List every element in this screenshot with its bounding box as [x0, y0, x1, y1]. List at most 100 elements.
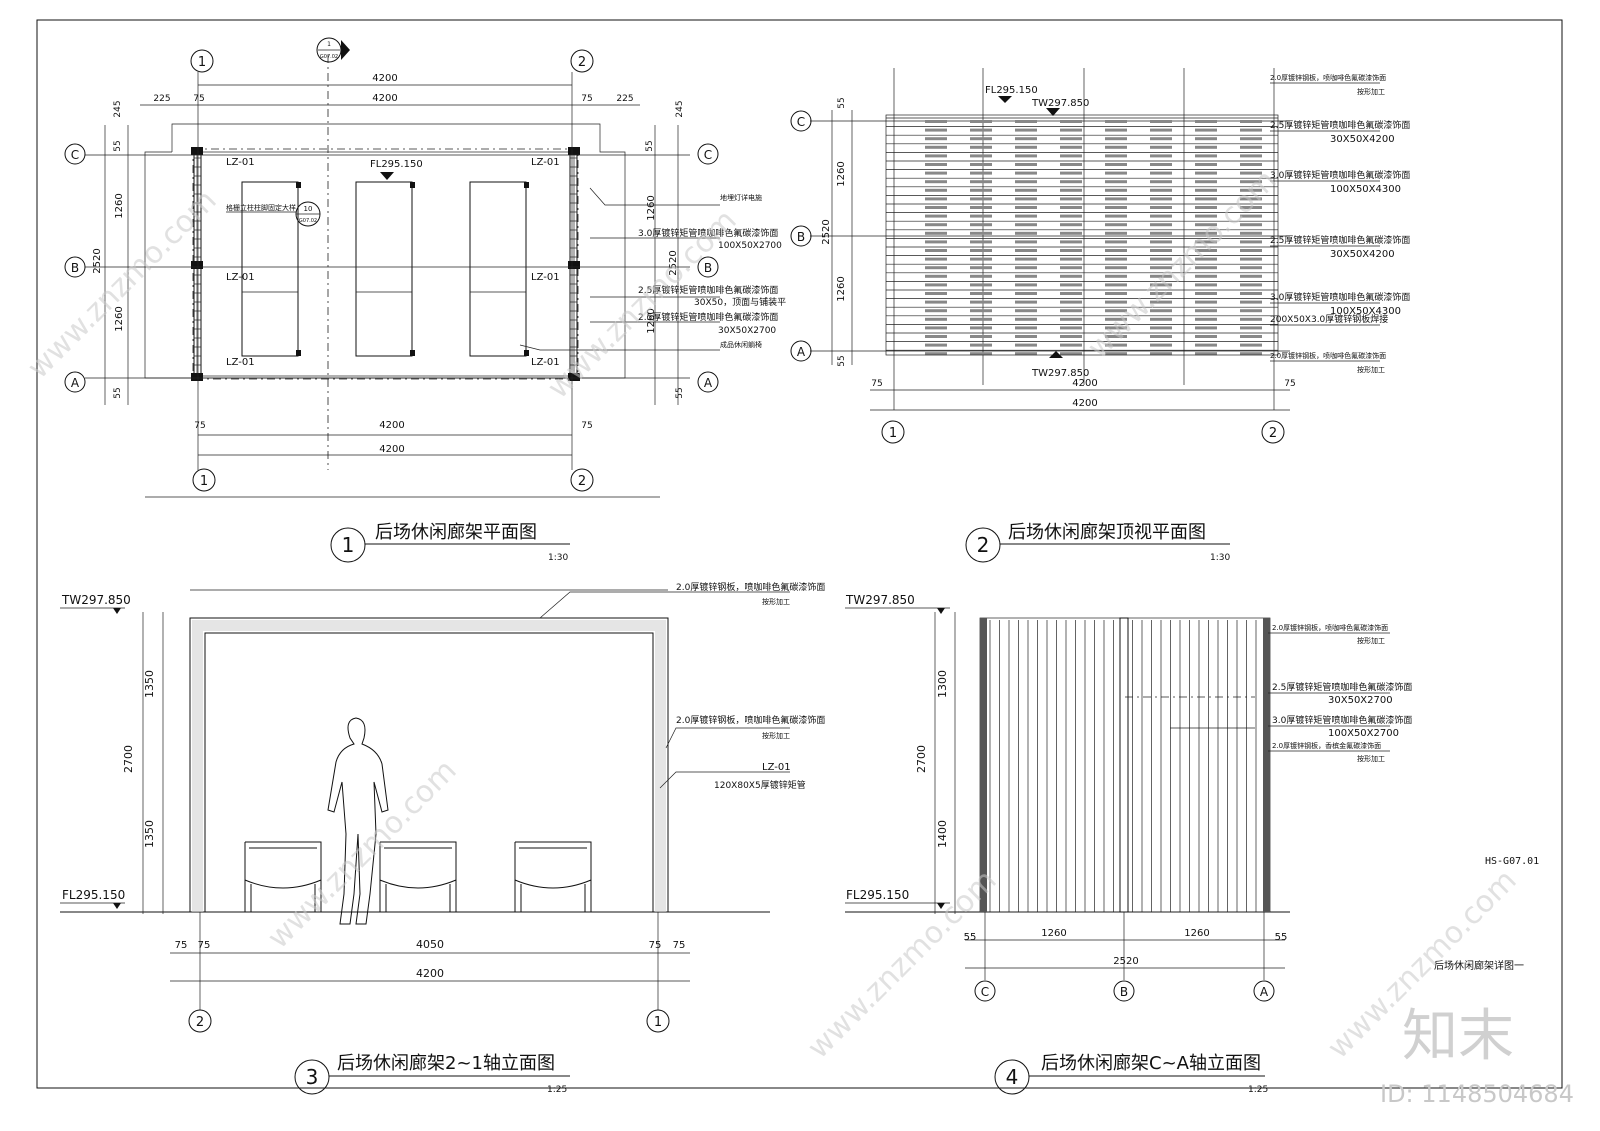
view1-number-bubble: [330, 527, 366, 563]
lounger-3: [469, 181, 527, 357]
grid-bubble-1-bottom: [192, 468, 216, 492]
svg-text:2: 2: [578, 55, 586, 70]
elev3-n3b: 120X80X5厚镀锌矩管: [714, 779, 806, 791]
elev4-note-2-a: 3.0厚镀锌矩管喷咖啡色氟碳漆饰面: [1272, 714, 1412, 726]
chair-3: [514, 841, 592, 912]
top-note-1-b: 30X50X4200: [1330, 134, 1395, 145]
plan-dim-inner-top: 4200: [372, 93, 397, 104]
plan-dim-2520-right: 2520: [668, 250, 679, 275]
elev4-grid-C: C: [981, 985, 989, 999]
top-dim-2520: 2520: [821, 219, 832, 244]
elev3-grid-1: 1: [654, 1015, 662, 1030]
svg-text:55: 55: [837, 355, 847, 366]
elev4-note-0-b: 按形加工: [1357, 636, 1385, 645]
elev4-right-post: [1263, 618, 1270, 912]
svg-text:1260: 1260: [114, 306, 125, 331]
plan-dashed-boundary: [192, 148, 579, 380]
view4-number-bubble: [994, 1059, 1030, 1095]
elev4-slats: [989, 620, 1257, 912]
top-note-4-a: 3.0厚镀锌矩管喷咖啡色氟碳漆饰面: [1270, 291, 1410, 303]
view1-scale: 1:30: [548, 553, 568, 563]
elev3-level-bottom: FL295.150: [62, 888, 125, 902]
col-tag-c1: LZ-01: [226, 157, 255, 168]
note-lamp: 地埋灯详电施: [720, 193, 762, 202]
grid-bubble-A-left: A: [71, 376, 80, 390]
plan-level: FL295.150: [370, 159, 423, 170]
col-tag-b1: LZ-01: [226, 272, 255, 283]
top-view-slats: [886, 117, 1278, 356]
svg-text:1400: 1400: [936, 820, 949, 848]
svg-text:G07.02: G07.02: [299, 218, 317, 224]
view4-title: 后场休闲廊架C~A轴立面图: [1041, 1053, 1261, 1074]
grid-bubble-C-right: C: [704, 148, 712, 162]
svg-text:55: 55: [113, 387, 123, 398]
top-note-5-a: 200X50X3.0厚镀锌钢板焊接: [1270, 313, 1388, 325]
elev4-note-0-a: 2.0厚镀锌钢板，喷咖啡色氟碳漆饰面: [1272, 623, 1388, 632]
elev4-note-1-b: 30X50X2700: [1328, 695, 1393, 706]
svg-text:1: 1: [198, 55, 206, 70]
col-tag-c2: LZ-01: [531, 157, 560, 168]
elev4-h2700: 2700: [915, 745, 928, 773]
view3-scale: 1:25: [547, 1085, 567, 1095]
svg-text:4200: 4200: [1072, 378, 1097, 389]
elev4-note-2-b: 100X50X2700: [1328, 728, 1399, 739]
view2-number-bubble: [965, 527, 1001, 563]
top-note-3-b: 30X50X4200: [1330, 249, 1395, 260]
top-grid-C: C: [797, 115, 805, 129]
svg-text:55: 55: [113, 140, 123, 151]
chair-2: [379, 841, 457, 912]
note-n3b: 30X50X2700: [718, 326, 776, 336]
plan-dim-side-right: 225: [616, 94, 633, 104]
elev3-n1b: 按形加工: [762, 597, 790, 606]
elev4-panel: [979, 617, 1271, 913]
plan-rail-ticks: [194, 157, 577, 375]
note-n1b: 100X50X2700: [718, 241, 782, 251]
human-figure: [327, 717, 389, 925]
elev4-grid-A: A: [1260, 985, 1269, 999]
col-tag-a1: LZ-01: [226, 357, 255, 368]
sheet-title: 后场休闲廊架详图一: [1434, 959, 1524, 972]
elev3-w4200: 4200: [416, 967, 444, 980]
svg-text:245: 245: [113, 100, 123, 117]
svg-text:1260: 1260: [114, 193, 125, 218]
top-grid-1: 1: [889, 426, 897, 441]
note-n3a: 2.5厚镀锌矩管喷咖啡色氟碳漆饰面: [638, 311, 778, 323]
svg-text:4: 4: [1006, 1065, 1019, 1089]
top-note-3-a: 2.5厚镀锌矩管喷咖啡色氟碳漆饰面: [1270, 234, 1410, 246]
view3-elevation-2-1: TW297.850 FL295.150 2700 1350 1350 4050 …: [60, 581, 825, 1095]
svg-text:55: 55: [645, 140, 655, 151]
note-n4: 成品休闲躺椅: [720, 340, 762, 349]
plan-dim-total-bottom: 4200: [379, 444, 404, 455]
column-c1: [191, 147, 203, 155]
svg-text:75: 75: [649, 940, 662, 951]
svg-text:245: 245: [675, 100, 685, 117]
top-level-fl: FL295.150: [985, 85, 1038, 96]
elev3-n1a: 2.0厚镀锌钢板，喷咖啡色氟碳漆饰面: [676, 581, 825, 593]
grid-bubble-B-left: B: [71, 261, 79, 275]
elev4-level-bottom: FL295.150: [846, 888, 909, 902]
svg-text:1260: 1260: [1041, 928, 1066, 939]
svg-text:55: 55: [837, 97, 847, 108]
top-note-2-a: 3.0厚镀锌矩管喷咖啡色氟碳漆饰面: [1270, 169, 1410, 181]
watermark-id: ID: 1148504684: [1380, 1080, 1574, 1108]
svg-text:75: 75: [198, 940, 211, 951]
elev3-n2a: 2.0厚镀锌钢板，喷咖啡色氟碳漆饰面: [676, 714, 825, 726]
elev4-note-1-a: 2.5厚镀锌矩管喷咖啡色氟碳漆饰面: [1272, 681, 1412, 693]
grid-bubble-2-top: [570, 49, 594, 73]
top-grid-B: B: [797, 230, 805, 244]
sheet-border: [36, 19, 1563, 1089]
plan-frame: [196, 151, 575, 377]
elev-frame-inner: [204, 632, 654, 913]
view2-title: 后场休闲廊架顶视平面图: [1008, 522, 1206, 543]
elev3-grid-2: 2: [196, 1015, 204, 1030]
svg-text:3: 3: [306, 1065, 319, 1089]
elev4-grid-B: B: [1120, 985, 1128, 999]
note-n2b: 30X50，顶面与铺装平: [694, 296, 786, 308]
elev4-mid-post: [1119, 617, 1129, 913]
view2-top-view: FL295.150 TW297.850 TW297.850 C B A 1 2 …: [790, 68, 1410, 563]
svg-text:55: 55: [964, 932, 977, 943]
grid-bubble-A-right: A: [704, 376, 713, 390]
note-n1a: 3.0厚镀锌矩管喷咖啡色氟碳漆饰面: [638, 227, 778, 239]
grid-bubble-1-top: [190, 49, 214, 73]
